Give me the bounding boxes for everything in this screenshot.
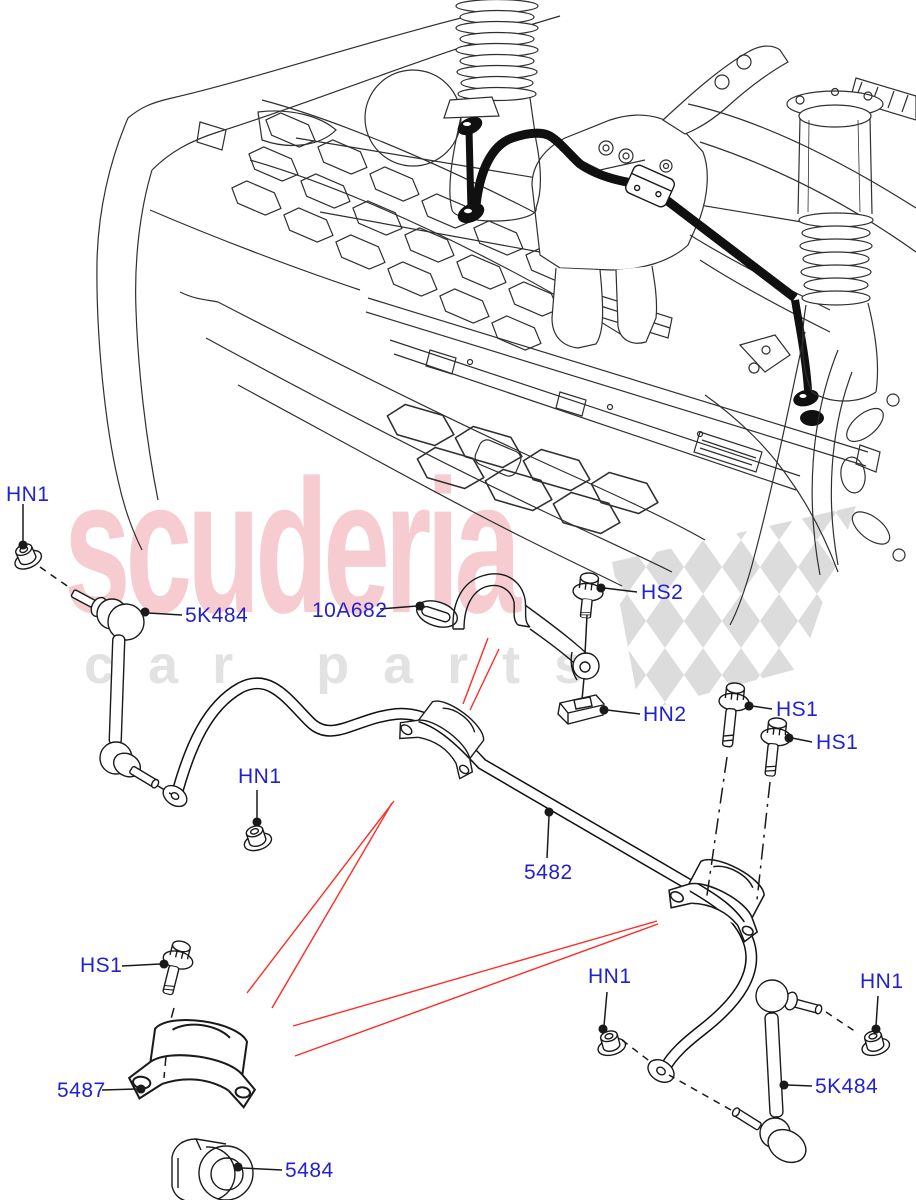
part-label-hn1-center[interactable]: HN1 [238, 765, 282, 788]
bolt-hs2 [571, 570, 606, 620]
part-label-hs1-lower[interactable]: HS1 [816, 731, 859, 754]
watermark-checkered-flag [612, 506, 856, 712]
bushing-5484 [171, 1138, 254, 1200]
red-pointer-lines [246, 637, 659, 1057]
leader-lines [18, 504, 881, 1172]
bracket-10a682 [415, 573, 600, 681]
vehicle-right-side-art [693, 87, 906, 626]
nut-hn1-center [238, 821, 275, 855]
part-label-10a682[interactable]: 10A682 [312, 599, 388, 622]
clamp-5487 [125, 1011, 265, 1116]
part-label-hn1-top-left[interactable]: HN1 [6, 483, 50, 506]
part-label-5k484-right[interactable]: 5K484 [815, 1075, 879, 1098]
alignment-dash-lines [39, 566, 857, 1111]
bolt-hs1-bottom-left [160, 937, 198, 996]
nut-hn1-bottom-center [593, 1027, 629, 1059]
bolt-hs1-upper [717, 680, 752, 748]
part-label-hn2[interactable]: HN2 [643, 703, 687, 726]
part-label-hs1-bottom-left[interactable]: HS1 [80, 954, 123, 977]
part-label-hs2[interactable]: HS2 [641, 581, 684, 604]
stabilizer-bar-5482 [162, 677, 758, 1083]
part-label-5487[interactable]: 5487 [57, 1079, 106, 1102]
hs2-alignment-line [581, 614, 588, 701]
vehicle-overview-art [96, 0, 916, 587]
hs1-upper-dash-line [705, 756, 728, 903]
bolt-hs1-lower [759, 715, 794, 778]
part-label-5k484-left[interactable]: 5K484 [185, 604, 249, 627]
hs1-lower-dash-line [756, 781, 771, 901]
link-5k484-left [69, 588, 161, 790]
part-label-5484[interactable]: 5484 [285, 1159, 334, 1182]
part-label-hs1-upper[interactable]: HS1 [776, 698, 819, 721]
link-5k484-right [730, 979, 824, 1164]
part-label-5482[interactable]: 5482 [524, 861, 573, 884]
installed-stabilizer-bar-art [457, 116, 824, 426]
clip-hn2 [557, 694, 605, 725]
part-label-hn1-bottom-right[interactable]: HN1 [860, 970, 904, 993]
bushing-clamp-right-installed [661, 844, 780, 950]
part-label-hn1-bottom-center[interactable]: HN1 [588, 965, 632, 988]
